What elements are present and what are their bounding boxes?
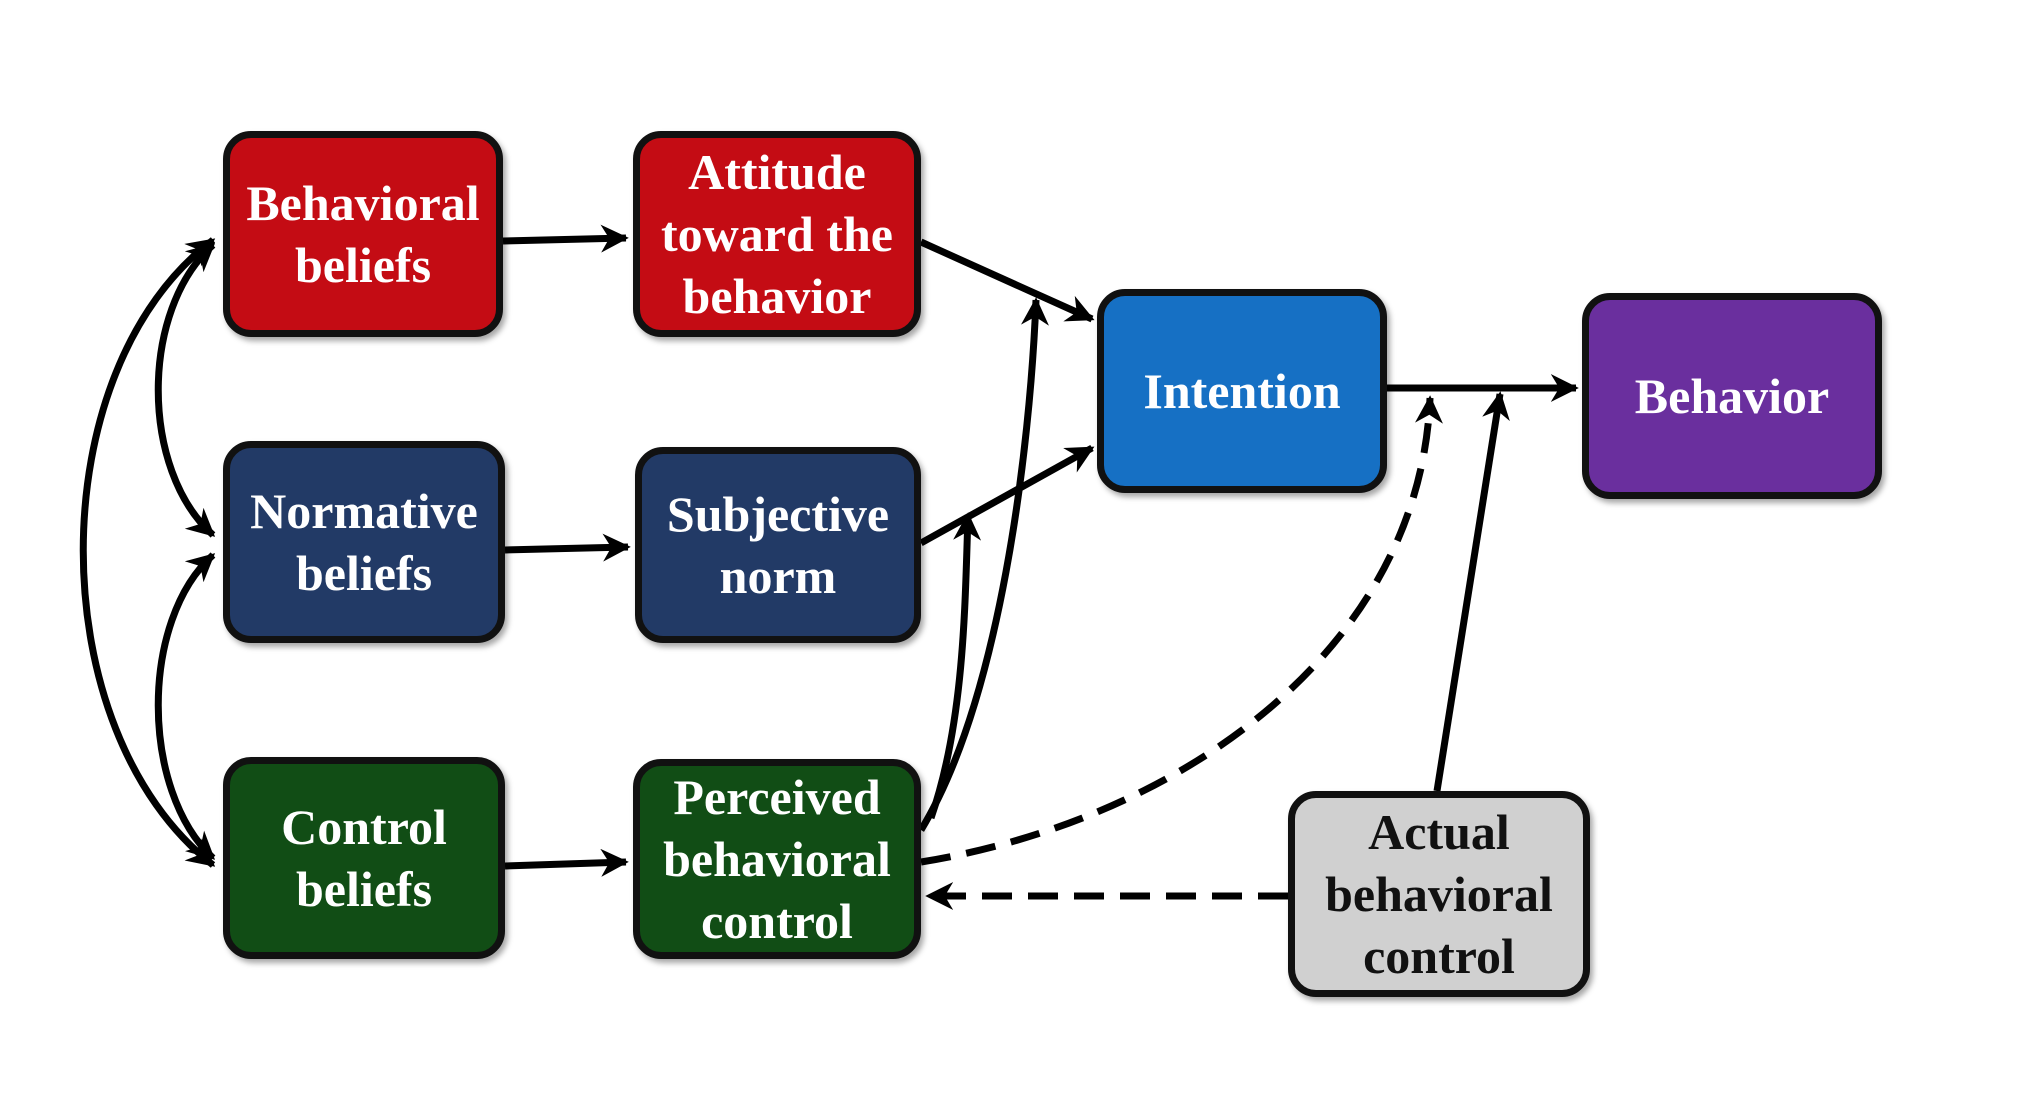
- node-label: Subjective norm: [666, 486, 890, 604]
- node-perceived-behavioral-control: Perceived behavioral control: [633, 759, 921, 959]
- edge-behavioral-control-double: [79, 237, 216, 868]
- node-behavioral-beliefs: Behavioral beliefs: [223, 131, 503, 337]
- edge-subjective-norm-to-intention: [919, 444, 1095, 547]
- node-label: Normative beliefs: [250, 483, 478, 601]
- node-intention: Intention: [1097, 289, 1387, 493]
- edge-actual-control-to-intention-behavior: [1433, 391, 1510, 792]
- node-label: Actual behavioral control: [1325, 804, 1553, 984]
- edge-behavioral-normative-double: [154, 242, 216, 538]
- node-actual-behavioral-control: Actual behavioral control: [1288, 791, 1590, 997]
- edge-normative-control-double: [154, 552, 216, 861]
- edge-pbc-to-norm-intention-line: [927, 512, 982, 820]
- node-label: Control beliefs: [281, 799, 447, 917]
- node-label: Intention: [1143, 363, 1341, 419]
- node-label: Behavioral beliefs: [246, 175, 480, 293]
- node-subjective-norm: Subjective norm: [635, 447, 921, 643]
- node-control-beliefs: Control beliefs: [223, 757, 505, 959]
- node-label: Perceived behavioral control: [663, 769, 891, 949]
- edge-behavioral-beliefs-to-attitude: [502, 224, 629, 253]
- edge-normative-beliefs-to-subjective-norm: [504, 533, 631, 562]
- node-normative-beliefs: Normative beliefs: [223, 441, 505, 643]
- node-behavior: Behavior: [1582, 293, 1882, 499]
- node-attitude-toward-behavior: Attitude toward the behavior: [633, 131, 921, 337]
- node-label: Attitude toward the behavior: [661, 144, 893, 324]
- edge-control-beliefs-to-perceived-control: [504, 848, 629, 877]
- edge-attitude-to-intention: [919, 238, 1095, 323]
- edge-pbc-to-intention: [918, 297, 1049, 832]
- node-label: Behavior: [1634, 368, 1830, 424]
